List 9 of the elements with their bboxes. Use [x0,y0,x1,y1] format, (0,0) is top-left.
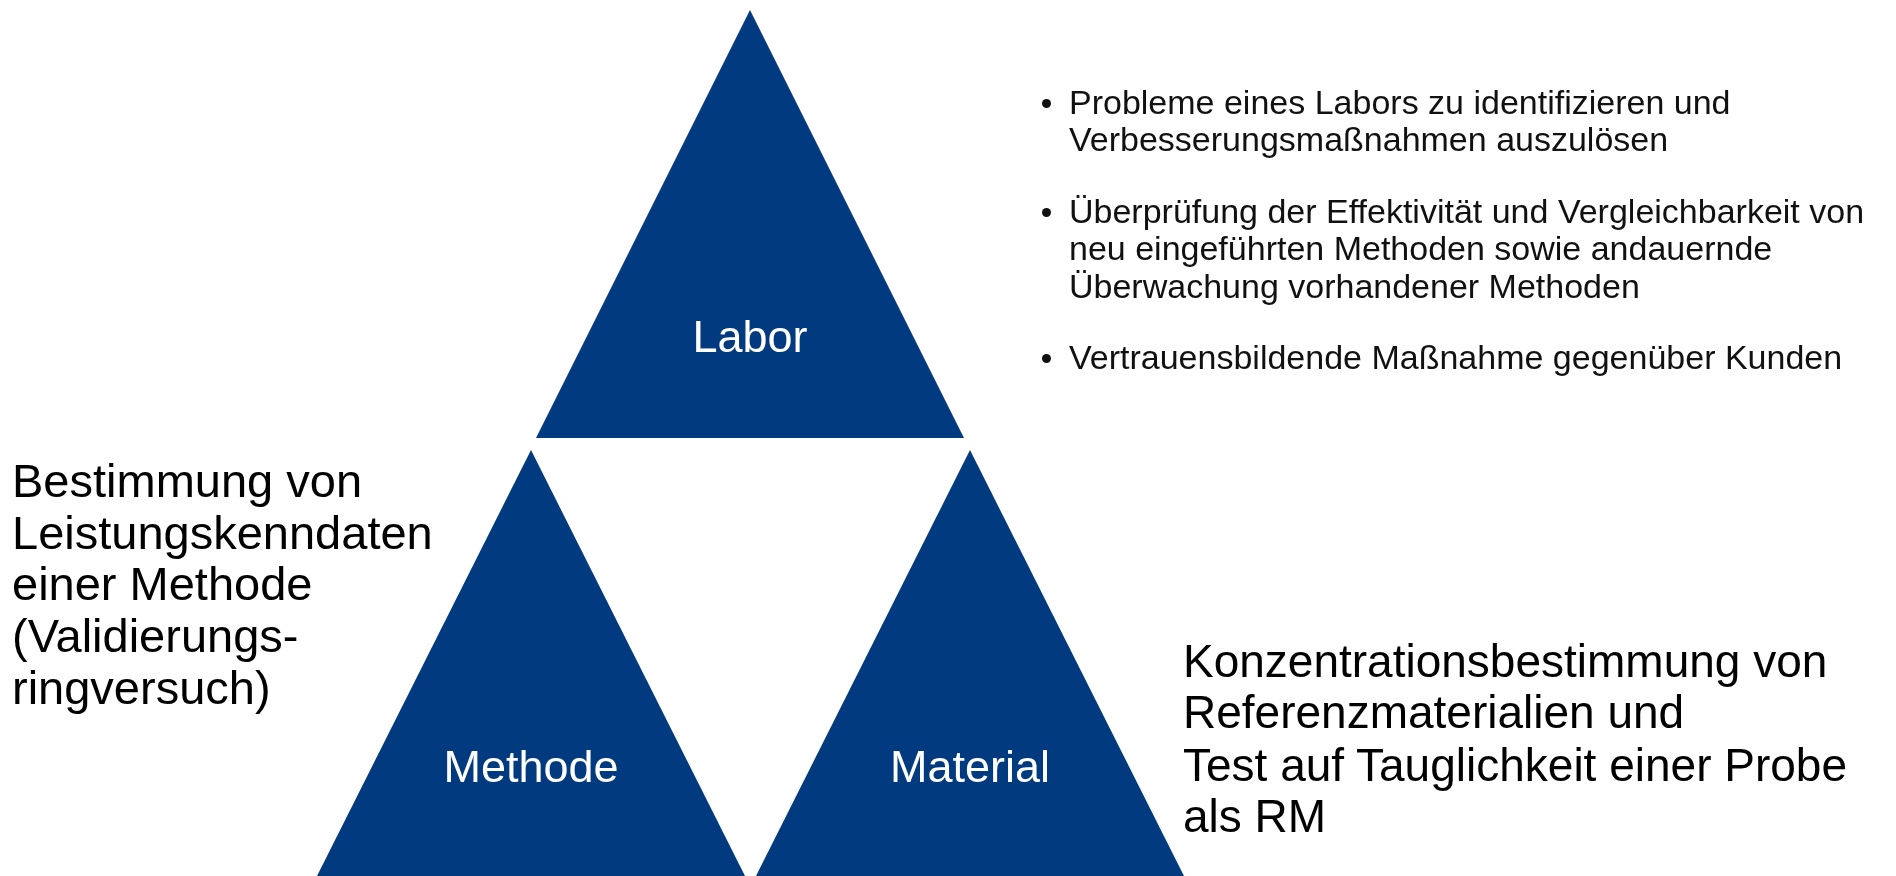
triangle-label: Methode [442,740,620,794]
bullet-text: Vertrauensbildende Maßnahme gegenüber Kunden [1069,337,1843,376]
description-text: Test auf Tauglichkeit einer Probe als RM [1183,740,1848,842]
description-text: Konzentrationsbestimmung von Referenzmaterialien und [1183,636,1829,738]
triangle-label: Material [888,740,1052,794]
bullet-text: Probleme eines Labors zu identifizieren und Verbesserungsmaßnahmen auszulösen [1069,83,1731,159]
description-text: Bestimmung von Leistungskenndaten einer Methode (Validierungs- ringversuch) [12,455,434,714]
triangle-label: Labor [691,310,809,364]
bullet-text: Überprüfung der Effektivität und Vergleichbarkeit von neu eingeführten Methoden sowie andauernde Überwachung vorhandener Methoden [1069,191,1865,305]
